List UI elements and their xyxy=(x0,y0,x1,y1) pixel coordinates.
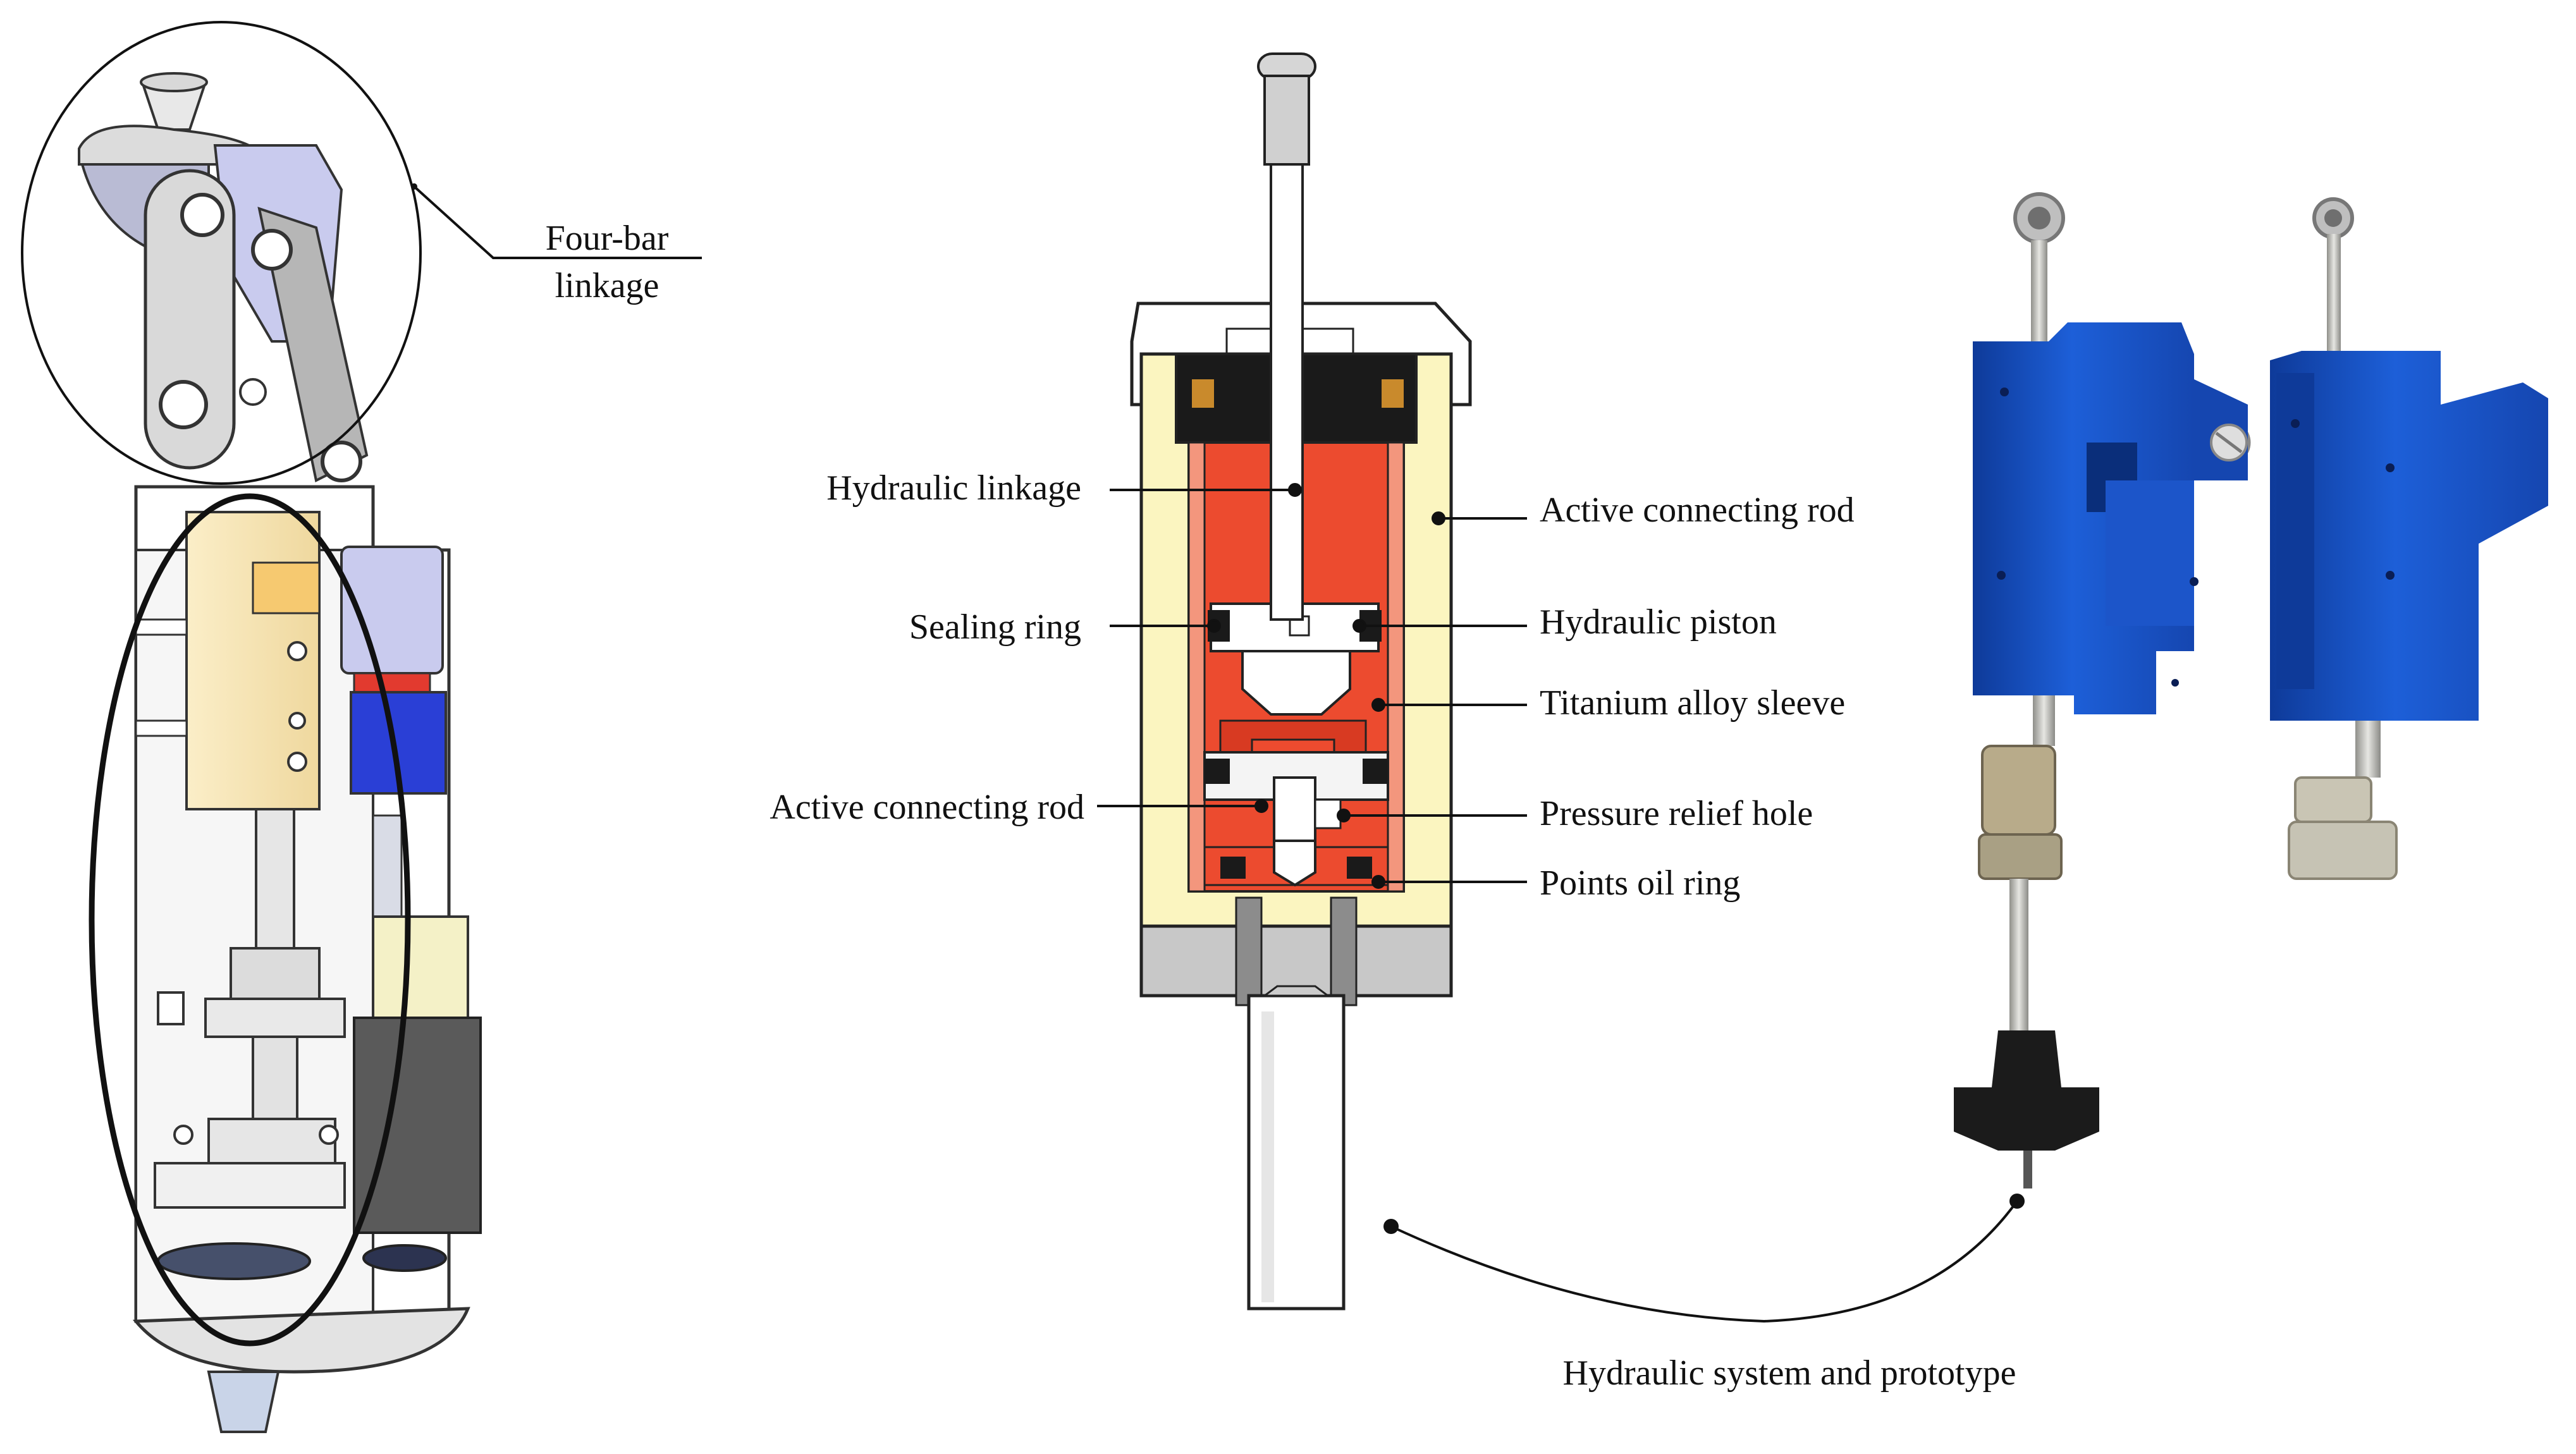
label-sealing-ring: Sealing ring xyxy=(909,608,1081,647)
label-pressure-relief-hole: Pressure relief hole xyxy=(1540,794,1813,833)
system-callout: Hydraulic system and prototype xyxy=(1383,1194,2025,1393)
label-hydraulic-piston: Hydraulic piston xyxy=(1540,602,1777,642)
callout-leaders xyxy=(1097,483,1527,889)
prototype-photo-front xyxy=(1954,192,2251,1188)
four-bar-callout: Four-bar linkage xyxy=(411,183,702,305)
label-four-bar-line2: linkage xyxy=(555,266,659,305)
cad-mechanism-drawing xyxy=(21,21,482,1433)
label-titanium-alloy-sleeve: Titanium alloy sleeve xyxy=(1540,683,1845,723)
label-active-connecting-rod-left: Active connecting rod xyxy=(770,788,1084,827)
prototype-photo-back xyxy=(2270,197,2548,880)
hydraulic-cross-section xyxy=(1130,52,1472,1310)
label-four-bar-line1: Four-bar xyxy=(546,219,669,258)
label-system-caption: Hydraulic system and prototype xyxy=(1563,1353,2016,1393)
label-hydraulic-linkage: Hydraulic linkage xyxy=(826,468,1081,508)
label-points-oil-ring: Points oil ring xyxy=(1540,864,1740,903)
label-active-connecting-rod-right: Active connecting rod xyxy=(1540,491,1855,530)
